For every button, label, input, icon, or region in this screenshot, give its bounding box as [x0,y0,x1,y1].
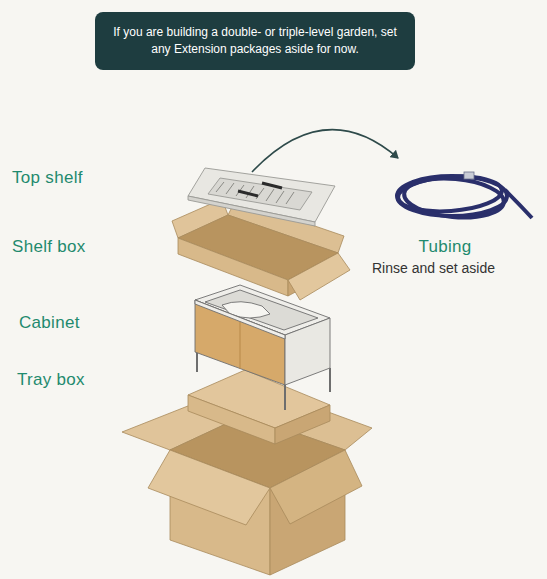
instruction-note: Rinse and set aside [372,259,495,277]
note-banner: If you are building a double- or triple-… [95,12,415,70]
part-label: Shelf box [12,236,86,257]
note-text: If you are building a double- or triple-… [107,24,403,58]
part-label: Cabinet [19,312,80,333]
part-label: Tray box [17,369,85,390]
part-label: Tubing [418,236,471,257]
part-label: Top shelf [12,167,83,188]
